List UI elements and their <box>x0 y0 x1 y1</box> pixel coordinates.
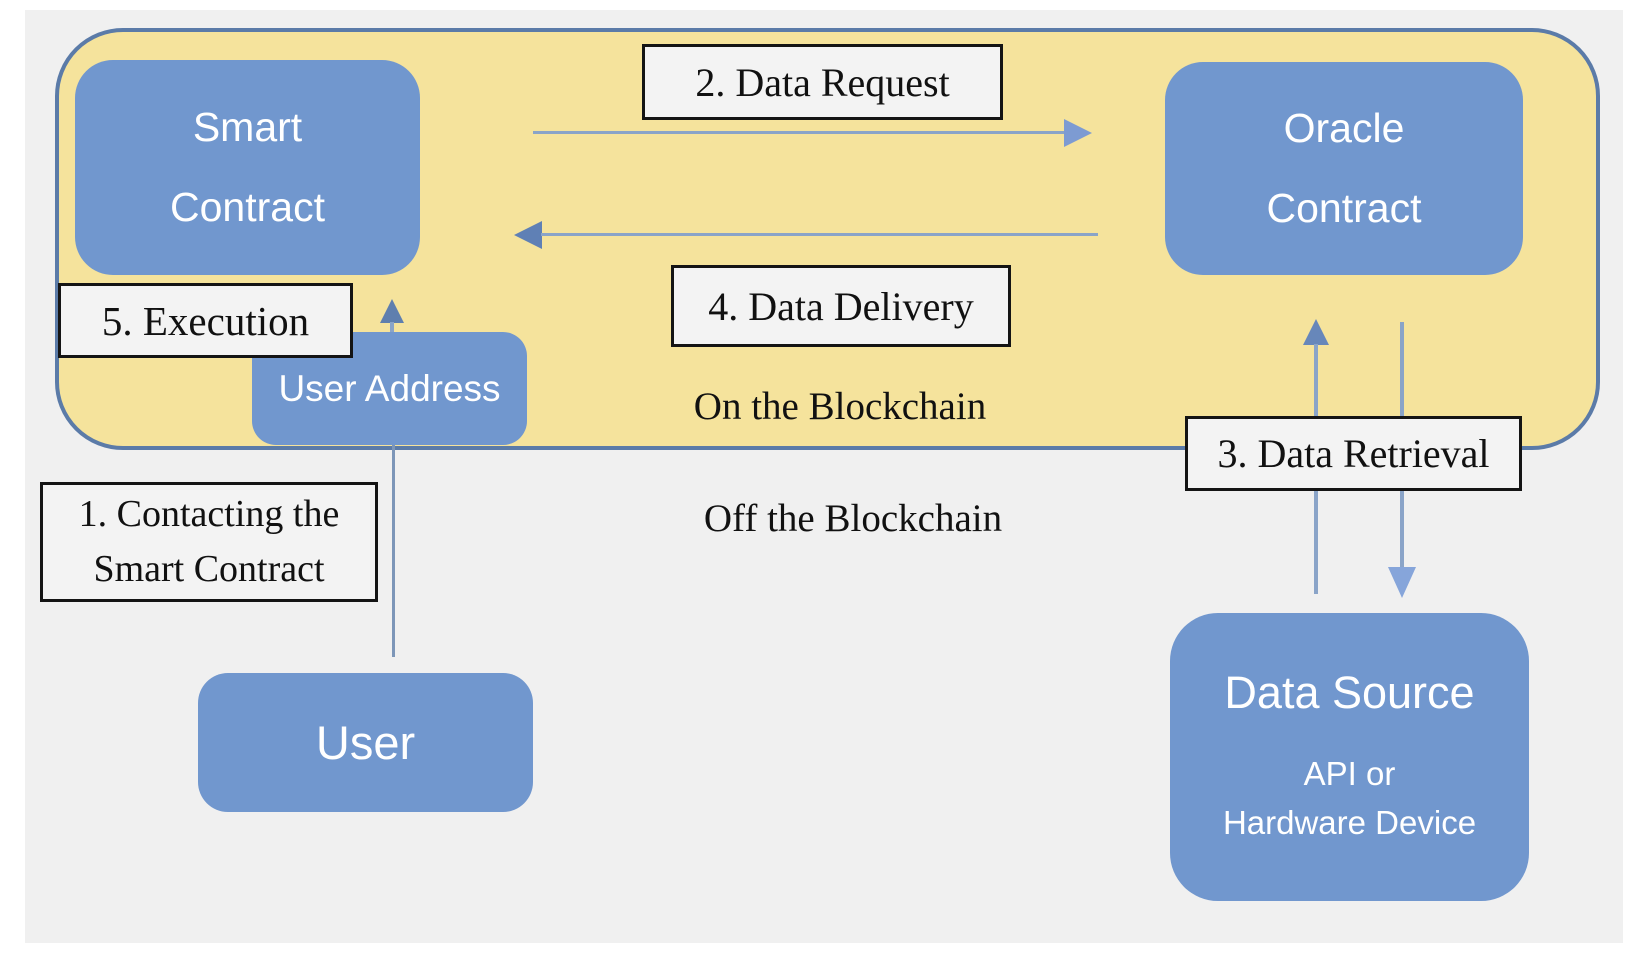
step-label-data-request: 2. Data Request <box>642 44 1003 120</box>
step-label-execution: 5. Execution <box>58 283 353 358</box>
oracle-contract-node: Oracle Contract <box>1165 62 1523 275</box>
smart-contract-label-line1: Smart <box>192 103 303 150</box>
data-source-subtitle-line2: Hardware Device <box>1222 804 1477 841</box>
step-label-contacting-smart-contract: 1. Contacting the Smart Contract <box>40 482 378 602</box>
on-blockchain-caption: On the Blockchain <box>693 385 987 428</box>
user-node: User <box>198 673 533 812</box>
step-label-data-retrieval: 3. Data Retrieval <box>1185 416 1522 491</box>
user-to-address-connector <box>392 445 395 657</box>
step5-text: 5. Execution <box>101 297 310 344</box>
data-source-title: Data Source <box>1224 666 1475 718</box>
step-label-data-delivery: 4. Data Delivery <box>671 265 1011 347</box>
off-blockchain-caption: Off the Blockchain <box>703 497 1003 540</box>
data-request-arrow-shaft <box>533 131 1066 134</box>
step3-text: 3. Data Retrieval <box>1217 431 1490 476</box>
arrow-up-icon <box>380 299 404 323</box>
data-delivery-arrow-shaft <box>541 233 1098 236</box>
execution-arrow-shaft <box>390 322 394 333</box>
step1-text-line2: Smart Contract <box>93 548 325 590</box>
oracle-contract-label-line2: Contract <box>1266 184 1422 231</box>
step2-text: 2. Data Request <box>695 59 950 105</box>
step1-text-line1: 1. Contacting the <box>78 492 340 535</box>
user-label: User <box>315 716 416 769</box>
smart-contract-label-line2: Contract <box>170 183 325 230</box>
data-source-node: Data Source API or Hardware Device <box>1170 613 1529 901</box>
step4-text: 4. Data Delivery <box>708 283 974 329</box>
oracle-contract-label-line1: Oracle <box>1283 104 1405 151</box>
arrow-up-icon <box>1303 319 1329 345</box>
arrow-left-icon <box>514 221 542 249</box>
arrow-down-icon <box>1388 567 1416 598</box>
arrow-right-icon <box>1064 119 1092 147</box>
user-address-label: User Address <box>278 367 501 409</box>
data-source-subtitle-line1: API or <box>1303 754 1396 792</box>
smart-contract-node: Smart Contract <box>75 60 420 275</box>
